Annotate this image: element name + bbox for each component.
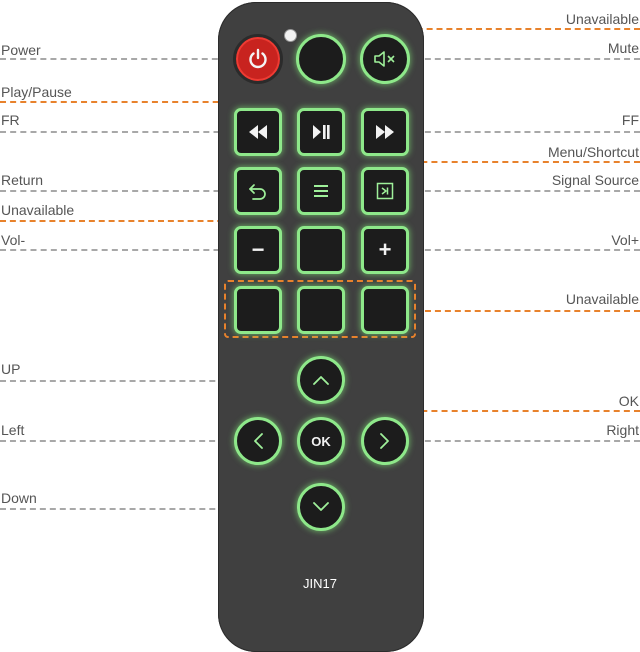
source-icon bbox=[376, 182, 394, 200]
label-down: Down bbox=[1, 490, 37, 506]
callout-line-return bbox=[0, 190, 250, 192]
menu-icon bbox=[313, 184, 329, 198]
rewind-icon bbox=[247, 125, 269, 139]
label-power: Power bbox=[1, 42, 41, 58]
label-vol-plus: Vol+ bbox=[611, 232, 639, 248]
chevron-up-icon bbox=[312, 374, 330, 386]
chevron-down-icon bbox=[312, 501, 330, 513]
callout-line-left bbox=[0, 440, 245, 442]
callout-line-signal bbox=[385, 190, 640, 192]
fast-forward-icon bbox=[374, 125, 396, 139]
callout-line-right bbox=[385, 440, 640, 442]
play-pause-button[interactable] bbox=[297, 108, 345, 156]
unavailable-mid-button[interactable] bbox=[297, 226, 345, 274]
right-button[interactable] bbox=[361, 417, 409, 465]
callout-line-ff bbox=[385, 131, 640, 133]
volume-up-button[interactable]: + bbox=[361, 226, 409, 274]
unavailable-row-button-1[interactable] bbox=[234, 286, 282, 334]
callout-line-menu bbox=[320, 161, 640, 163]
label-right: Right bbox=[606, 422, 639, 438]
unavailable-row-button-3[interactable] bbox=[361, 286, 409, 334]
menu-shortcut-button[interactable] bbox=[297, 167, 345, 215]
callout-line-ok bbox=[320, 410, 640, 412]
callout-line-play-pause bbox=[0, 101, 320, 103]
callout-line-mute bbox=[385, 58, 640, 60]
callout-line-fr bbox=[0, 131, 250, 133]
callout-line-up bbox=[0, 380, 305, 382]
unavailable-top-button[interactable] bbox=[296, 34, 346, 84]
up-button[interactable] bbox=[297, 356, 345, 404]
callout-line-unavailable-row bbox=[415, 310, 640, 312]
power-button[interactable] bbox=[233, 34, 283, 84]
mute-button[interactable] bbox=[360, 34, 410, 84]
ok-button[interactable]: OK bbox=[297, 417, 345, 465]
label-unavailable-row: Unavailable bbox=[565, 291, 639, 307]
label-mute: Mute bbox=[607, 40, 639, 56]
mute-icon bbox=[372, 48, 398, 70]
minus-icon: − bbox=[251, 237, 265, 262]
label-unavailable-mid: Unavailable bbox=[1, 202, 75, 218]
callout-line-unavailable-mid bbox=[0, 220, 322, 222]
label-ok: OK bbox=[618, 393, 639, 409]
label-signal-source: Signal Source bbox=[551, 172, 639, 188]
label-return: Return bbox=[1, 172, 44, 188]
chevron-right-icon bbox=[379, 432, 391, 450]
fast-rewind-button[interactable] bbox=[234, 108, 282, 156]
indicator-led bbox=[284, 29, 297, 42]
plus-icon: + bbox=[378, 237, 392, 262]
callout-line-power bbox=[0, 58, 238, 60]
unavailable-row-highlight bbox=[224, 280, 416, 338]
left-button[interactable] bbox=[234, 417, 282, 465]
callout-line-unavailable-top bbox=[318, 28, 640, 30]
label-ff: FF bbox=[621, 112, 639, 128]
callout-line-vol-minus bbox=[0, 249, 250, 251]
return-icon bbox=[248, 182, 268, 200]
ok-label: OK bbox=[311, 433, 331, 449]
label-play-pause: Play/Pause bbox=[1, 84, 72, 100]
label-unavailable-top: Unavailable bbox=[565, 11, 639, 27]
volume-down-button[interactable]: − bbox=[234, 226, 282, 274]
label-left: Left bbox=[1, 422, 25, 438]
return-button[interactable] bbox=[234, 167, 282, 215]
label-fr: FR bbox=[1, 112, 20, 128]
fast-forward-button[interactable] bbox=[361, 108, 409, 156]
power-icon bbox=[246, 47, 270, 71]
label-menu-shortcut: Menu/Shortcut bbox=[547, 144, 639, 160]
label-vol-minus: Vol- bbox=[1, 232, 26, 248]
model-label: JIN17 bbox=[303, 576, 337, 591]
down-button[interactable] bbox=[297, 483, 345, 531]
unavailable-row-button-2[interactable] bbox=[297, 286, 345, 334]
chevron-left-icon bbox=[252, 432, 264, 450]
signal-source-button[interactable] bbox=[361, 167, 409, 215]
callout-line-down bbox=[0, 508, 305, 510]
label-up: UP bbox=[1, 361, 21, 377]
callout-line-vol-plus bbox=[385, 249, 640, 251]
play-pause-icon bbox=[311, 125, 331, 139]
